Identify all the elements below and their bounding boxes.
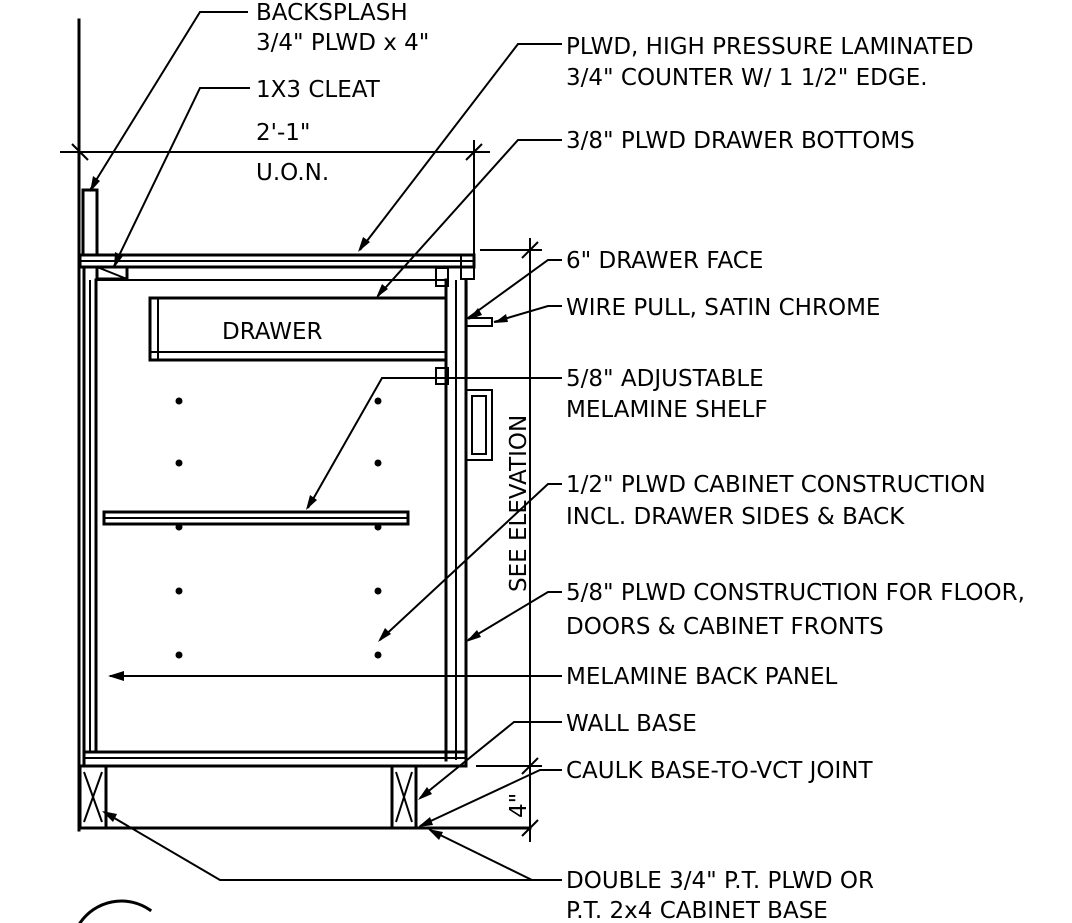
countertop: [78, 253, 476, 280]
shelf-pin-holes: [175, 397, 382, 659]
wall-base-label: WALL BASE: [566, 711, 697, 737]
height-dimension: SEE ELEVATION 4": [476, 238, 542, 842]
width-label: 2'-1": [256, 120, 310, 146]
shelf-label-1: 5/8" ADJUSTABLE: [566, 366, 764, 392]
detail-bubble: [78, 899, 153, 923]
wire-pull: [465, 317, 493, 327]
drawer-face-label: 6" DRAWER FACE: [566, 248, 763, 274]
annotation-labels: BACKSPLASH 3/4" PLWD x 4" 1X3 CLEAT 2'-1…: [256, 0, 1025, 923]
door-pull: [465, 389, 493, 461]
counter-label-2: 3/4" COUNTER W/ 1 1/2" EDGE.: [566, 65, 928, 91]
base-label-2: P.T. 2x4 CABINET BASE: [566, 898, 828, 923]
cleat: [95, 265, 129, 281]
width-note: U.O.N.: [256, 160, 329, 186]
counter-label-1: PLWD, HIGH PRESSURE LAMINATED: [566, 34, 974, 60]
cabinet-base: [78, 764, 418, 830]
backsplash: [81, 188, 99, 257]
cabinet-body: [82, 265, 468, 768]
base-label-1: DOUBLE 3/4" P.T. PLWD OR: [566, 868, 874, 894]
cleat-label: 1X3 CLEAT: [256, 77, 381, 103]
floor-label-2: DOORS & CABINET FRONTS: [566, 614, 884, 640]
drawer: DRAWER: [148, 296, 448, 362]
backsplash-label-1: BACKSPLASH: [256, 0, 408, 26]
adjustable-shelf: [102, 510, 410, 526]
width-dimension: [60, 140, 490, 255]
back-panel-label: MELAMINE BACK PANEL: [566, 664, 838, 690]
base-height-label: 4": [506, 793, 532, 818]
leaders: [89, 11, 562, 881]
backsplash-label-2: 3/4" PLWD x 4": [256, 30, 429, 56]
wire-pull-label: WIRE PULL, SATIN CHROME: [566, 295, 880, 321]
shelf-label-2: MELAMINE SHELF: [566, 397, 768, 423]
floor-label-1: 5/8" PLWD CONSTRUCTION FOR FLOOR,: [566, 580, 1025, 606]
drawer-bottoms-label: 3/8" PLWD DRAWER BOTTOMS: [566, 128, 915, 154]
drawer-label: DRAWER: [222, 319, 323, 345]
caulk-label: CAULK BASE-TO-VCT JOINT: [566, 758, 873, 784]
cabinet-label-1: 1/2" PLWD CABINET CONSTRUCTION: [566, 472, 986, 498]
cabinet-label-2: INCL. DRAWER SIDES & BACK: [566, 504, 905, 530]
